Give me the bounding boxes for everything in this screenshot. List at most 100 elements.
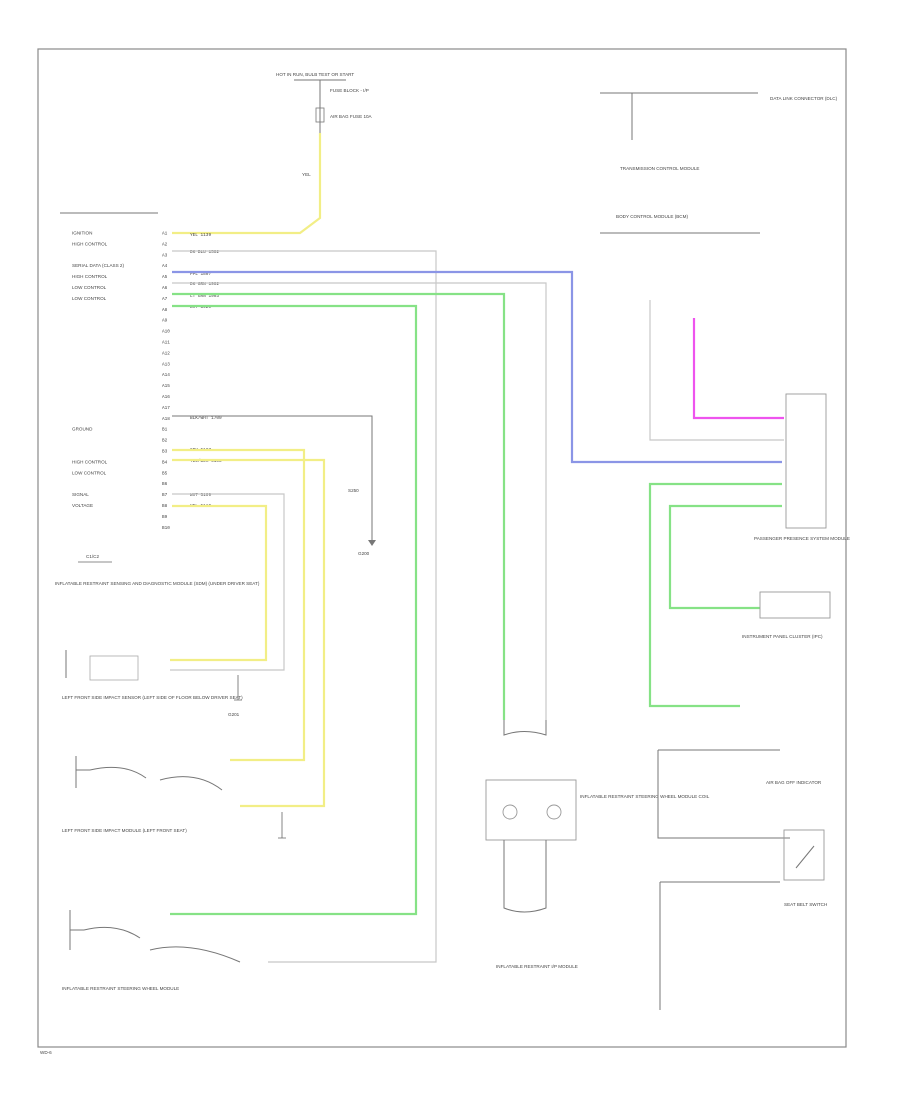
pass-airbag-label: INFLATABLE RESTRAINT I/P MODULE <box>496 964 578 969</box>
sdm-pin-function: GROUND <box>72 427 93 432</box>
splice-label: S250 <box>348 488 359 493</box>
wire-label-hi: DK BLU 1502 <box>190 250 219 255</box>
volt-wire <box>170 504 268 662</box>
coil-label: INFLATABLE RESTRAINT STEERING WHEEL MODU… <box>580 794 710 799</box>
footer-id: WD-6 <box>40 1050 52 1055</box>
sdm-pin-number: B6 <box>162 482 168 487</box>
side-lo-wire <box>172 458 326 808</box>
sdm-pin-number: B7 <box>162 493 168 498</box>
sdm-pin-number: A1 <box>162 232 168 237</box>
sdm-pin-number: A8 <box>162 308 168 313</box>
fuse-hot-label: HOT IN RUN, BULB TEST OR START <box>276 72 354 77</box>
sdm-pin-number: A18 <box>162 417 170 422</box>
left-side-airbag: LEFT FRONT SIDE IMPACT MODULE (LEFT FRON… <box>62 756 286 839</box>
fuse-wire-color: YEL <box>302 172 311 177</box>
seat-belt-label: SEAT BELT SWITCH <box>784 902 827 907</box>
sdm-pin-number: B5 <box>162 471 168 476</box>
sdm-pin-number: B8 <box>162 504 168 509</box>
sdm-label: INFLATABLE RESTRAINT SENSING AND DIAGNOS… <box>55 581 260 586</box>
sdm-pin-number: A7 <box>162 297 168 302</box>
sdm-pin-function: LOW CONTROL <box>72 296 107 301</box>
sdm-pin-number: A17 <box>162 406 170 411</box>
sdm-pin-number: A3 <box>162 253 168 258</box>
wire-label-sidelo: YEL/BLK 5108 <box>190 459 222 464</box>
left-side-airbag-label: LEFT FRONT SIDE IMPACT MODULE (LEFT FRON… <box>62 828 187 833</box>
left-side-sensor-label: LEFT FRONT SIDE IMPACT SENSOR (LEFT SIDE… <box>62 695 243 700</box>
wire-label-ign: YEL 1139 <box>190 233 211 238</box>
wire-label-hi2: DK GRN 1902 <box>190 282 219 287</box>
diagram-border <box>37 48 847 1048</box>
pass-switch-connector <box>785 393 827 529</box>
sdm-pin-number: A11 <box>162 341 170 346</box>
ground-wire <box>172 415 373 540</box>
sdm-pin-function: HIGH CONTROL <box>72 459 108 464</box>
sdm-pin-function: LOW CONTROL <box>72 470 107 475</box>
ipc-box <box>759 591 831 619</box>
pass-grn-wire2 <box>668 504 782 610</box>
tcm-label: TRANSMISSION CONTROL MODULE <box>620 166 699 171</box>
dlc-label: DATA LINK CONNECTOR (DLC) <box>770 96 838 101</box>
pass-grn-wire1 <box>648 482 782 708</box>
sdm-pin-number: A14 <box>162 373 170 378</box>
wire-label-serial: PPL 1807 <box>190 272 211 277</box>
lo2-wire <box>172 292 506 720</box>
sdm-pin-number: A12 <box>162 351 170 356</box>
sdm-pin-function: VOLTAGE <box>72 503 93 508</box>
sdm-pin-number: B1 <box>162 428 168 433</box>
fuse-block: HOT IN RUN, BULB TEST OR START FUSE BLOC… <box>276 72 373 177</box>
seat-belt-wire-2 <box>659 881 780 1010</box>
driver-airbag: INFLATABLE RESTRAINT STEERING WHEEL MODU… <box>62 910 241 991</box>
passenger-module-label: AIR BAG OFF INDICATOR <box>766 780 822 785</box>
sdm-pin-number: A10 <box>162 330 170 335</box>
sdm-label-top: C1/C2 <box>86 554 99 559</box>
sdm-pin-number: A4 <box>162 264 168 269</box>
seat-belt-wiring <box>657 749 790 839</box>
ignition-wire <box>172 133 322 235</box>
wire-label-sig: WHT 5109 <box>190 493 211 498</box>
fuse-id: AIR BAG FUSE 10A <box>330 114 373 119</box>
ground-g201: G201 <box>228 712 240 717</box>
sig-wire <box>170 493 285 671</box>
wire-label-gnd: BLK/WHT 1700 <box>190 416 222 421</box>
fuse-block-name: FUSE BLOCK - I/P <box>330 88 369 93</box>
dlc-block: DATA LINK CONNECTOR (DLC) TRANSMISSION C… <box>600 92 838 171</box>
sdm-pin-function: LOW CONTROL <box>72 285 107 290</box>
magenta-wire <box>692 318 784 420</box>
ground-g200: G200 <box>358 551 370 556</box>
sdm-pin-number: A2 <box>162 242 168 247</box>
serial-data-wire <box>172 270 782 464</box>
sdm-pin-number: B2 <box>162 439 168 444</box>
sdm-pin-function: SERIAL DATA (CLASS 2) <box>72 263 124 268</box>
coil-assembly: INFLATABLE RESTRAINT STEERING WHEEL MODU… <box>485 720 710 969</box>
sdm-pin-function: SIGNAL <box>72 492 89 497</box>
sdm-pin-number: A6 <box>162 286 168 291</box>
pass-switch-label: PASSENGER PRESENCE SYSTEM MODULE <box>754 536 850 541</box>
bcm-block: BODY CONTROL MODULE (BCM) <box>600 214 760 234</box>
sdm-pin-function: IGNITION <box>72 231 92 236</box>
driver-airbag-label: INFLATABLE RESTRAINT STEERING WHEEL MODU… <box>62 986 179 991</box>
seat-belt-switch <box>783 829 825 881</box>
left-side-sensor: LEFT FRONT SIDE IMPACT SENSOR (LEFT SIDE… <box>62 650 243 717</box>
sdm-pin-number: A16 <box>162 395 170 400</box>
bcm-gray-wire <box>649 300 784 441</box>
sdm-pin-number: B4 <box>162 460 168 465</box>
sdm-pin-number: A5 <box>162 275 168 280</box>
sdm-pin-number: A13 <box>162 362 170 367</box>
sdm-pin-number: B10 <box>162 526 170 531</box>
lo3-wire <box>170 304 418 916</box>
sdm-pin-number: A9 <box>162 319 168 324</box>
sdm-pin-number: B9 <box>162 515 168 520</box>
bcm-label: BODY CONTROL MODULE (BCM) <box>616 214 688 219</box>
sdm-pin-function: HIGH CONTROL <box>72 241 108 246</box>
hi2-wire <box>172 282 547 720</box>
sdm-pin-number: A15 <box>162 384 170 389</box>
side-hi-wire <box>172 448 306 762</box>
wire-label-lo3: WHT 1920 <box>190 305 211 310</box>
hi-control-wire <box>172 250 437 963</box>
ipc-label: INSTRUMENT PANEL CLUSTER (IPC) <box>742 634 823 639</box>
sdm-pin-function: HIGH CONTROL <box>72 274 108 279</box>
sdm-pin-number: B3 <box>162 450 168 455</box>
wire-label-lo2: LT GRN 1903 <box>190 294 219 299</box>
